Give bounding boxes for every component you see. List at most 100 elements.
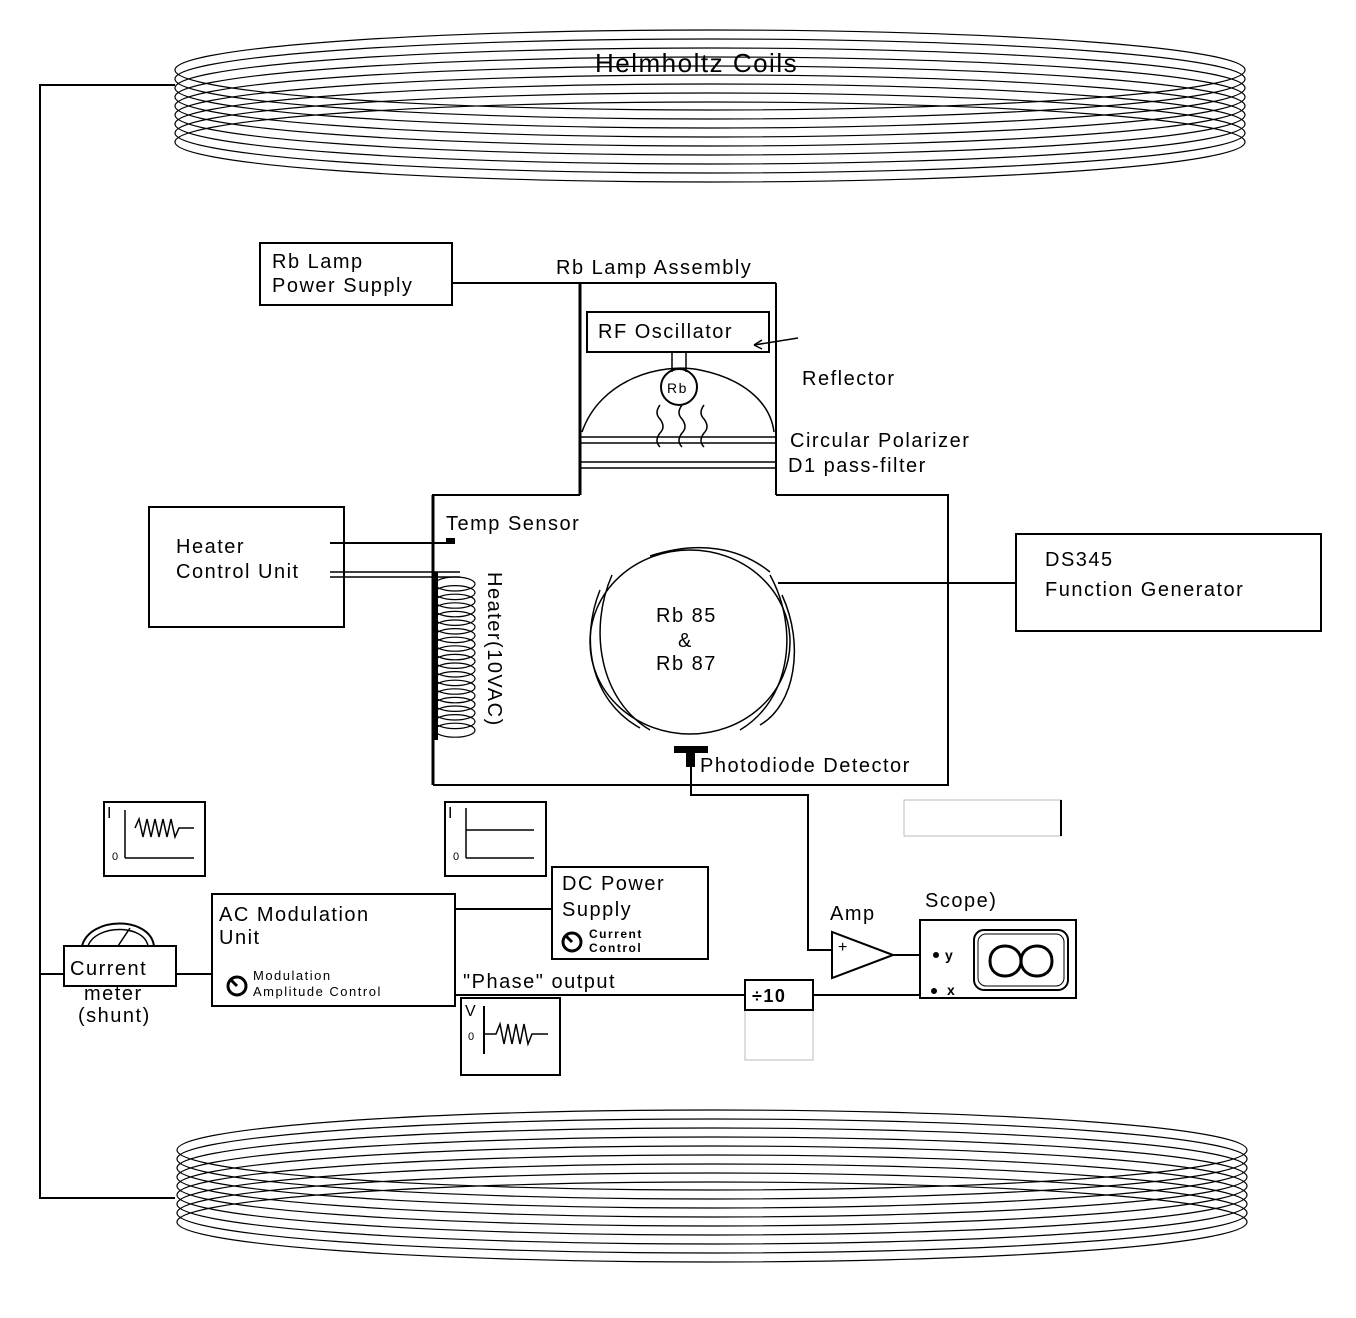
scope-y-label: y — [945, 947, 954, 963]
phase-output-label: "Phase" output — [463, 971, 616, 993]
scope-x-terminal — [931, 988, 937, 994]
heater-winding — [434, 602, 476, 618]
coil-winding — [174, 29, 1246, 111]
coil-winding — [174, 65, 1246, 147]
heater-control-label-1: Heater — [176, 536, 245, 558]
current-meter-box — [63, 945, 177, 987]
dc-power-label-2: Supply — [562, 899, 632, 921]
heater-winding — [434, 696, 476, 713]
scope-y-terminal — [933, 952, 939, 958]
heater-winding — [434, 576, 476, 592]
divide-by-ten-box — [744, 979, 814, 1011]
graph1-i-label: I — [107, 805, 113, 822]
current-meter-label-2: meter — [84, 983, 143, 1005]
coil-winding — [174, 47, 1246, 129]
scope-screen-bezel — [977, 933, 1065, 987]
dc-knob-label-1: Current — [589, 927, 643, 941]
ac-mod-label-1: AC Modulation — [219, 904, 370, 926]
heater-winding — [434, 705, 476, 721]
cell-label-2: & — [678, 630, 693, 652]
lissajous-figure-icon — [988, 944, 1054, 978]
graph3-o-label: 0 — [468, 1031, 476, 1043]
lamp-bulb-label: Rb — [667, 380, 688, 396]
helmholtz-coil-top — [174, 29, 1246, 183]
current-knob-pointer — [564, 934, 574, 944]
modulation-amplitude-knob-icon — [226, 975, 248, 997]
graph2-o-label: 0 — [453, 851, 461, 863]
coil-winding — [176, 1118, 1248, 1200]
ac-modulation-unit-box — [211, 893, 456, 1007]
coil-winding — [176, 1154, 1248, 1236]
dc-power-supply-box — [551, 866, 709, 960]
coil-winding — [176, 1172, 1248, 1254]
helmholtz-coils-label: Helmholtz Coils — [595, 48, 798, 78]
heater-winding — [434, 593, 476, 609]
dc-knob-label-2: Control — [589, 941, 642, 955]
photodiode-to-amp-wire — [690, 767, 832, 951]
coil-winding — [174, 56, 1246, 138]
ac-mod-label-2: Unit — [219, 927, 261, 949]
photodiode-stem — [686, 753, 695, 767]
light-wave-3 — [700, 404, 708, 448]
coil-winding — [176, 1127, 1248, 1209]
current-meter-needle — [117, 927, 131, 947]
graph1-o-label: 0 — [112, 851, 120, 863]
heater-winding — [434, 679, 476, 695]
scope-x-label: x — [947, 982, 956, 998]
modulation-knob-pointer — [229, 978, 239, 988]
rb-lamp-power-supply-box — [259, 242, 453, 306]
light-wave-1 — [656, 404, 664, 448]
circular-polarizer-label: Circular Polarizer — [790, 430, 970, 452]
temp-sensor-element — [446, 538, 455, 544]
heater-winding — [434, 645, 476, 661]
reflector-dome — [581, 367, 775, 433]
graph1-sine — [134, 816, 194, 840]
graph3-sine — [484, 1021, 548, 1047]
current-meter-dial-inner — [87, 928, 149, 947]
cell-label-1: Rb 85 — [656, 605, 717, 627]
current-waveform-graph — [103, 801, 206, 877]
reflector-pointer-head — [753, 339, 763, 350]
divider-to-scope-x-wire — [813, 989, 934, 996]
heater-winding — [434, 653, 476, 670]
rf-oscillator-box — [586, 311, 770, 353]
graph3-v-label: V — [465, 1003, 477, 1020]
heater-control-label-2: Control Unit — [176, 561, 300, 583]
heater-winding — [434, 627, 476, 644]
cell-label-3: Rb 87 — [656, 653, 717, 675]
amp-plus-label: + — [838, 939, 849, 956]
rf-oscillator-label: RF Oscillator — [598, 321, 733, 343]
reflector-label: Reflector — [802, 368, 896, 390]
coil-winding — [176, 1136, 1248, 1218]
function-generator-box — [1015, 533, 1322, 632]
ac-knob-label-1: Modulation — [253, 968, 332, 983]
heater-winding — [434, 619, 476, 635]
current-meter-dial — [81, 922, 155, 947]
d1-filter-label: D1 pass-filter — [788, 455, 927, 477]
divider-shadow-box — [744, 1009, 814, 1061]
dc-current-graph — [444, 801, 547, 877]
coil-winding — [174, 101, 1246, 183]
coil-winding — [176, 1163, 1248, 1245]
heater-winding — [434, 610, 476, 627]
current-meter-label-3: (shunt) — [78, 1005, 151, 1027]
heater-coil — [434, 572, 476, 740]
ac-knob-label-2: Amplitude Control — [253, 984, 382, 999]
photodiode-label: Photodiode Detector — [700, 755, 911, 777]
reflector-pointer — [753, 337, 799, 346]
heater-control-unit-box — [148, 506, 345, 628]
blank-label-box — [903, 799, 1062, 837]
coil-winding — [176, 1109, 1248, 1191]
dc-power-label-1: DC Power — [562, 873, 665, 895]
chamber-left-top — [432, 494, 580, 785]
heater-winding — [434, 688, 476, 704]
heater-winding — [434, 713, 476, 730]
light-wave-2 — [678, 404, 686, 448]
heater-winding — [434, 722, 476, 738]
heater-winding — [434, 662, 476, 678]
coil-winding — [174, 38, 1246, 120]
heater-winding — [434, 670, 476, 687]
function-generator-label-1: DS345 — [1045, 549, 1114, 571]
